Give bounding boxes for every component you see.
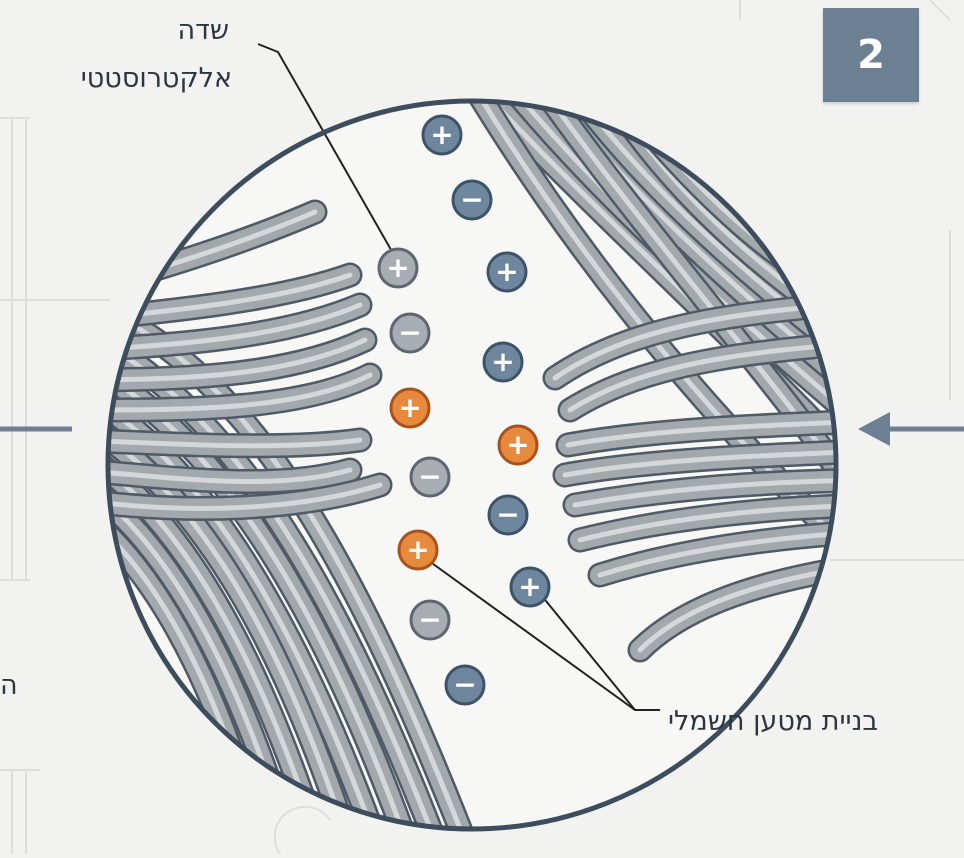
charge-sign: − <box>496 498 519 531</box>
charge-sign: + <box>398 391 421 424</box>
field-label-line1: שדה <box>177 12 229 50</box>
charge-sign: + <box>430 118 453 151</box>
positive-charge-blue: + <box>423 116 461 154</box>
charge-sign: − <box>418 603 441 636</box>
positive-charge-orange: + <box>499 426 537 464</box>
positive-charge-blue: + <box>488 253 526 291</box>
positive-charge-blue: + <box>484 343 522 381</box>
field-label-line2: אלקטרוסטטי <box>81 60 232 98</box>
right-arrow-head <box>858 412 890 446</box>
charge-sign: + <box>495 255 518 288</box>
charge-sign: − <box>418 460 441 493</box>
charge-buildup-label: בניית מטען חשמלי <box>668 703 878 741</box>
charge-sign: − <box>398 316 421 349</box>
positive-charge-blue: + <box>511 568 549 606</box>
left-partial-label: ה <box>0 667 18 705</box>
charge-sign: + <box>406 533 429 566</box>
negative-charge-gray: − <box>411 601 449 639</box>
positive-charge-orange: + <box>399 531 437 569</box>
negative-charge-gray: − <box>411 458 449 496</box>
negative-charge-blue: − <box>489 496 527 534</box>
charge-sign: + <box>518 570 541 603</box>
positive-charge-orange: + <box>391 389 429 427</box>
negative-charge-blue: − <box>453 181 491 219</box>
charge-sign: − <box>460 183 483 216</box>
negative-charge-gray: − <box>391 314 429 352</box>
charge-sign: + <box>386 251 409 284</box>
charge-sign: − <box>453 668 476 701</box>
charge-sign: + <box>506 428 529 461</box>
positive-charge-gray: + <box>379 249 417 287</box>
charge-sign: + <box>491 345 514 378</box>
step-number-badge: 2 <box>823 8 919 102</box>
negative-charge-blue: − <box>446 666 484 704</box>
